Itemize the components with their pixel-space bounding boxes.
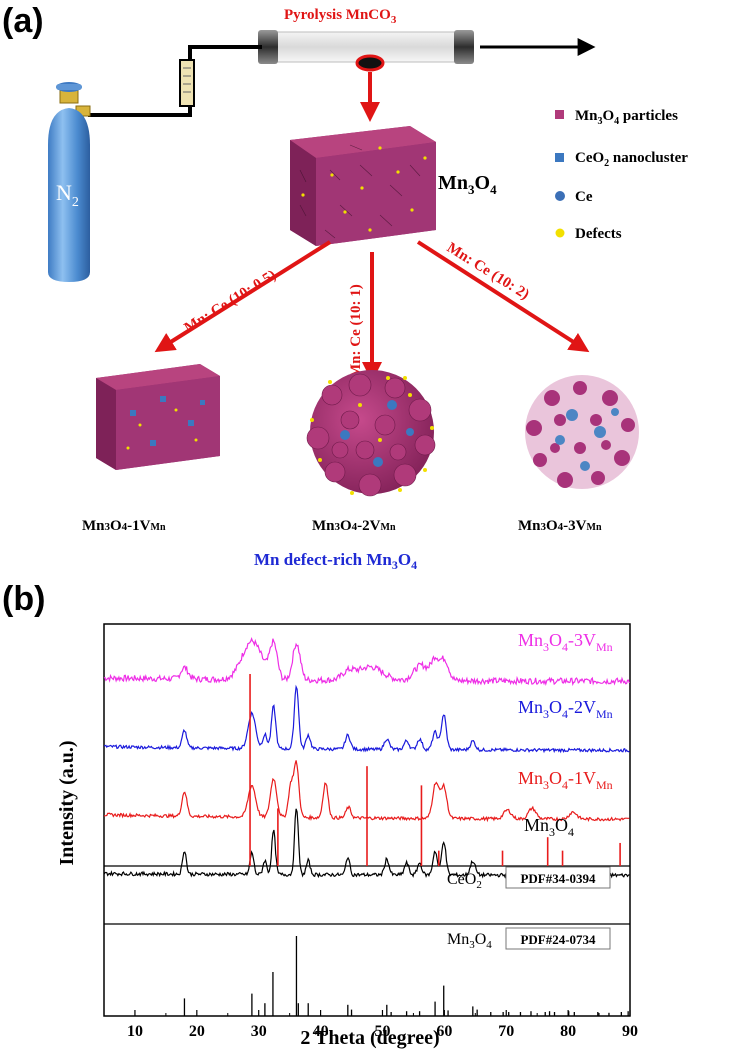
legend-ceo2-swatch bbox=[555, 153, 564, 162]
ref-ceo2-pdf-box bbox=[505, 866, 611, 889]
legend-defects: Defects bbox=[575, 226, 622, 242]
arrow-right-label: Mn: Ce (10: 2) bbox=[444, 240, 532, 303]
n2-label: N2 bbox=[56, 180, 79, 210]
mn3o4-cube: Mn3O4 bbox=[290, 126, 497, 246]
gas-line bbox=[88, 45, 262, 117]
plot-references bbox=[183, 674, 629, 1016]
synthesis-schematic: Pyrolysis MnCO3 N2 bbox=[48, 7, 688, 572]
y-axis-label: Intensity (a.u.) bbox=[56, 740, 78, 865]
x-tick-labels: 10 20 30 40 50 60 70 80 90 bbox=[103, 1010, 638, 1040]
product-2-sphere bbox=[306, 370, 436, 497]
series-label-mn3o4: Mn3O4 bbox=[524, 815, 574, 839]
plot-border bbox=[103, 623, 631, 1017]
mn3o4-center-label: Mn3O4 bbox=[438, 172, 497, 197]
panel-b-label: (b) bbox=[2, 580, 46, 618]
product-1-label: Mn3O4-1VMn bbox=[82, 518, 166, 534]
series-label-2vmn: Mn3O4-2VMn bbox=[518, 697, 613, 721]
ref-mn3o4-pdf: PDF#24-0734 bbox=[520, 932, 596, 947]
x-tick-label: 60 bbox=[436, 1023, 452, 1040]
x-tick-label: 90 bbox=[622, 1023, 638, 1040]
legend-ceo2: CeO2 nanocluster bbox=[575, 150, 688, 169]
panel-a-label: (a) bbox=[2, 2, 44, 40]
x-tick-label: 80 bbox=[560, 1023, 576, 1040]
caption: Mn defect-rich Mn3O4 bbox=[254, 550, 417, 572]
ref-mn3o4-label: Mn3O4 bbox=[447, 931, 492, 951]
x-tick-label: 70 bbox=[498, 1023, 514, 1040]
series-label-1vmn: Mn3O4-1VMn bbox=[518, 768, 613, 792]
ref-ceo2-pdf: PDF#34-0394 bbox=[520, 871, 596, 886]
arrow-left-label: Mn: Ce (10: 0.5) bbox=[182, 267, 280, 336]
x-tick-label: 10 bbox=[127, 1023, 143, 1040]
series-Mn3O4-2VMn bbox=[103, 684, 630, 754]
legend-ce-dot bbox=[555, 191, 565, 201]
product-3-sphere bbox=[525, 375, 639, 489]
x-tick-label: 30 bbox=[251, 1023, 267, 1040]
x-tick-label: 20 bbox=[189, 1023, 205, 1040]
pyrolysis-label: Pyrolysis MnCO3 bbox=[284, 7, 397, 26]
arrow-middle-label: Mn: Ce (10: 1) bbox=[348, 284, 364, 378]
arrow-left bbox=[154, 240, 332, 353]
product-2-label: Mn3O4-2VMn bbox=[312, 518, 396, 534]
legend-mn3o4: Mn3O4 particles bbox=[575, 108, 678, 127]
tube-furnace bbox=[258, 30, 596, 72]
x-tick-label: 40 bbox=[313, 1023, 329, 1040]
xrd-chart: 10 20 30 40 50 60 70 80 90 Intensity (a.u.) 2 Th… bbox=[56, 623, 638, 1049]
n2-cylinder: N2 bbox=[48, 82, 91, 282]
ref-ceo2-label: CeO2 bbox=[447, 871, 482, 891]
x-tick-label: 50 bbox=[374, 1023, 390, 1040]
legend: Mn3O4 particles CeO2 nanocluster Ce Defe… bbox=[555, 108, 688, 242]
legend-ce: Ce bbox=[575, 189, 593, 205]
arrow-right bbox=[416, 240, 590, 353]
series-label-3vmn: Mn3O4-3VMn bbox=[518, 630, 613, 654]
product-1-cube bbox=[96, 364, 220, 470]
product-3-label: Mn3O4-3VMn bbox=[518, 518, 602, 534]
series-Mn3O4-3VMn bbox=[103, 636, 630, 687]
legend-mn3o4-swatch bbox=[555, 110, 564, 119]
x-axis-label: 2 Theta (degree) bbox=[300, 1027, 439, 1049]
ref-mn3o4-pdf-box bbox=[505, 927, 611, 950]
legend-defects-dot bbox=[555, 228, 565, 238]
